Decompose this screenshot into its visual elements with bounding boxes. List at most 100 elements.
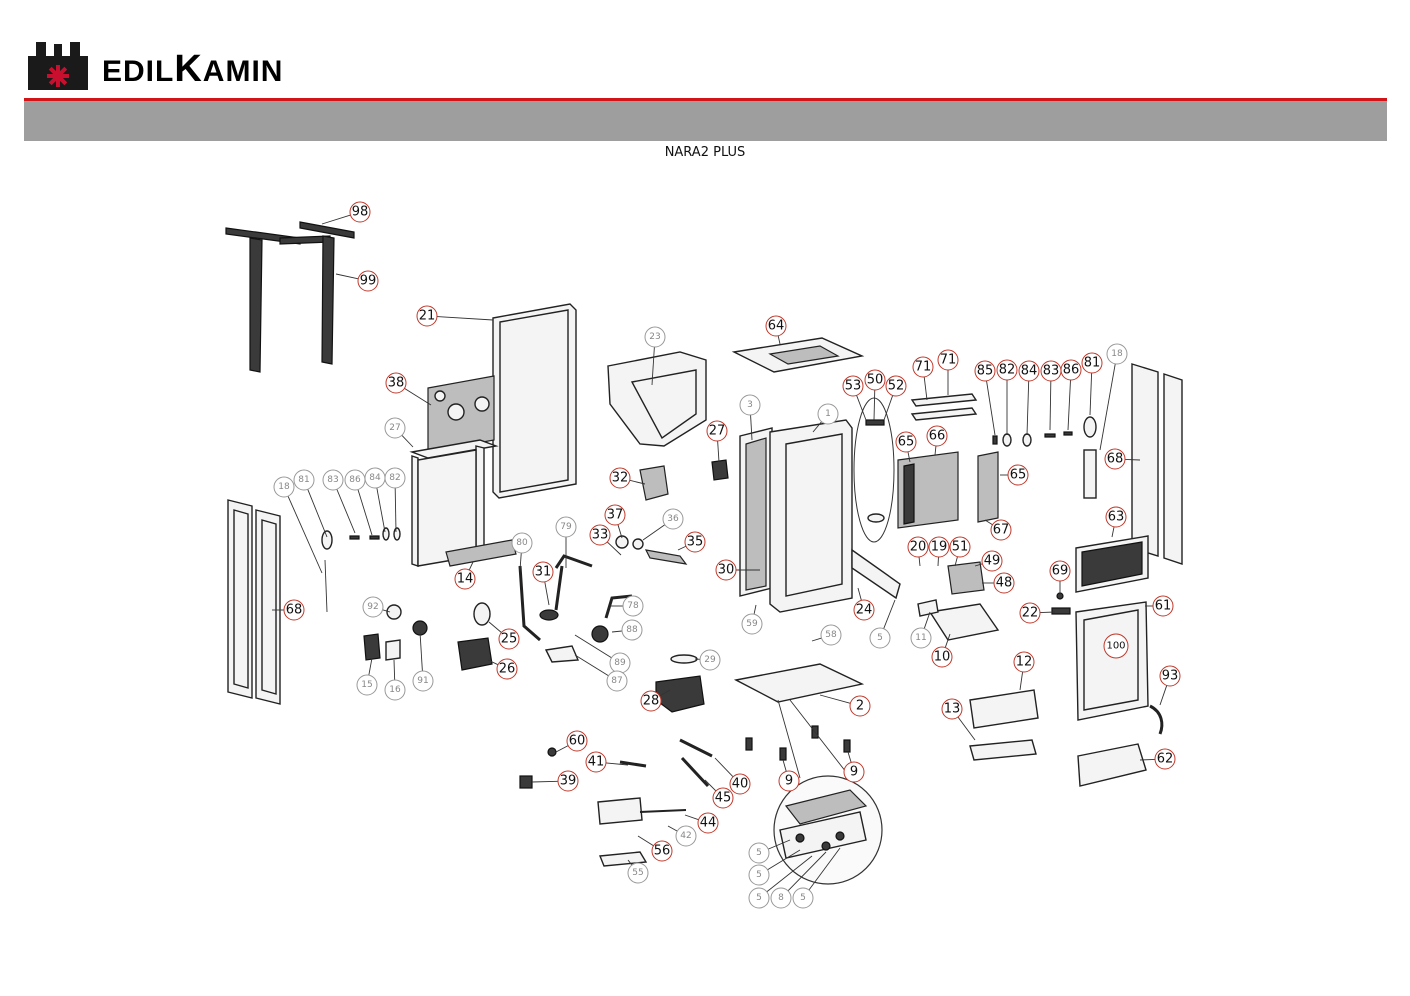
callout-circle <box>273 476 295 498</box>
callout-circle <box>981 550 1003 572</box>
callout-leader <box>934 445 937 456</box>
callout-number: 38 <box>388 376 405 391</box>
callout-number: 91 <box>417 676 428 686</box>
callout-circle <box>907 536 929 558</box>
callout-number: 93 <box>1162 669 1179 684</box>
callout-number: 100 <box>1106 641 1125 652</box>
callout-25: 25 <box>498 628 520 650</box>
part-smoke-fan <box>655 654 705 713</box>
callout-circle <box>454 568 476 590</box>
callout-leader <box>753 604 757 615</box>
callout-number: 42 <box>680 831 691 841</box>
callout-number: 92 <box>367 602 378 612</box>
callout-leader <box>651 346 655 386</box>
callout-leader <box>393 659 396 681</box>
callout-number: 30 <box>718 563 735 578</box>
callout-circle <box>1081 352 1103 374</box>
callout-number: 29 <box>704 655 716 665</box>
part-feed-tube <box>615 535 688 565</box>
part-drawer <box>969 689 1039 761</box>
callout-33: 33 <box>589 524 611 546</box>
callout-circle <box>384 679 406 701</box>
callout-leader <box>574 654 609 677</box>
callout-circle <box>293 469 315 491</box>
callout-circle <box>849 695 871 717</box>
callout-circle <box>511 532 533 554</box>
part-base-plate <box>733 663 865 703</box>
part-top-cover <box>731 337 865 373</box>
callout-23: 23 <box>644 326 666 348</box>
callout-circle <box>910 627 932 649</box>
callout-leader <box>629 479 646 485</box>
callout-65: 65 <box>1007 464 1029 486</box>
callout-number: 39 <box>560 774 577 789</box>
callout-16: 16 <box>384 679 406 701</box>
callout-36: 36 <box>662 508 684 530</box>
callout-number: 21 <box>419 309 436 324</box>
callout-83: 83 <box>1040 360 1062 382</box>
callout-leader <box>957 716 976 741</box>
callout-26: 26 <box>496 658 518 680</box>
callout-circle <box>283 599 305 621</box>
callout-38: 38 <box>385 372 407 394</box>
callout-leader <box>766 855 813 893</box>
callout-37: 37 <box>604 504 626 526</box>
callout-leader <box>376 487 386 533</box>
callout-circle <box>748 864 770 886</box>
callout-circle <box>748 842 770 864</box>
callout-number: 68 <box>286 603 303 618</box>
callout-number: 26 <box>499 662 516 677</box>
callout-number: 44 <box>700 816 717 831</box>
callout-60: 60 <box>566 730 588 752</box>
callout-leader <box>1139 758 1156 761</box>
callout-91: 91 <box>412 670 434 692</box>
callout-98: 98 <box>349 201 371 223</box>
callout-number: 51 <box>952 540 969 555</box>
callout-number: 13 <box>944 702 961 717</box>
callout-27: 27 <box>384 417 406 439</box>
part-side-bracket <box>851 548 901 600</box>
callout-circle <box>609 467 631 489</box>
callout-circle <box>1013 651 1035 673</box>
callout-number: 52 <box>888 379 905 394</box>
callout-50: 50 <box>864 369 886 391</box>
callout-41: 41 <box>585 751 607 773</box>
callout-leader <box>1099 363 1116 451</box>
callout-circle <box>739 394 761 416</box>
callout-circle <box>566 730 588 752</box>
callout-circle <box>356 674 378 696</box>
callout-leader <box>488 621 502 633</box>
part-small-fittings-left <box>321 527 493 671</box>
callout-number: 5 <box>877 633 883 643</box>
callout-leader <box>714 757 734 778</box>
callout-44: 44 <box>697 812 719 834</box>
callout-number: 86 <box>349 475 361 485</box>
callout-leader <box>544 581 550 606</box>
callout-leader <box>984 519 993 526</box>
callout-leader <box>782 759 787 772</box>
callout-leader <box>750 414 753 441</box>
callout-leader <box>944 633 951 648</box>
callout-leader <box>287 495 323 574</box>
callout-circle <box>741 613 763 635</box>
callout-number: 23 <box>649 332 660 342</box>
part-detail-magnifier <box>773 699 883 885</box>
callout-number: 60 <box>569 734 586 749</box>
callout-24: 24 <box>853 599 875 621</box>
callout-15: 15 <box>356 674 378 696</box>
callout-92: 92 <box>362 596 384 618</box>
callout-67: 67 <box>990 519 1012 541</box>
callout-62: 62 <box>1154 748 1176 770</box>
callout-58: 58 <box>820 624 842 646</box>
callout-number: 86 <box>1063 363 1080 378</box>
callout-number: 9 <box>850 765 858 780</box>
callout-29: 29 <box>699 649 721 671</box>
callout-circle <box>864 369 886 391</box>
callout-leader <box>605 762 629 766</box>
callout-84: 84 <box>1018 360 1040 382</box>
callout-leader <box>883 599 896 629</box>
callout-14: 14 <box>454 568 476 590</box>
callout-3: 3 <box>739 394 761 416</box>
callout-number: 53 <box>845 379 862 394</box>
